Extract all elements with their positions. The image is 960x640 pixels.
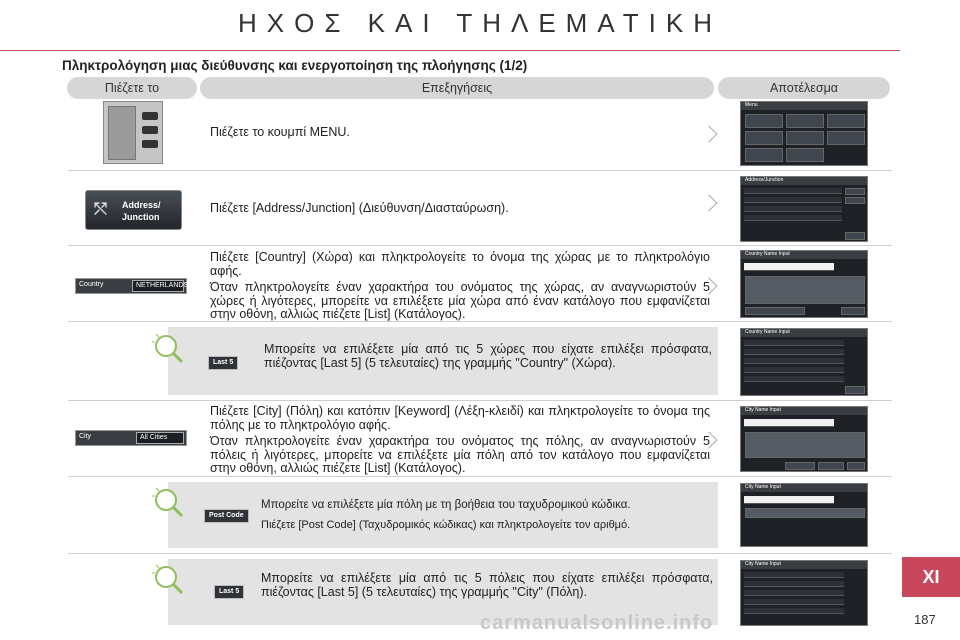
screen-title: Country Name Input [745,251,790,257]
tip-text: Μπορείτε να επιλέξετε μία από τις 5 χώρε… [264,342,712,370]
row-divider [68,476,892,477]
screen-title: Country Name Input [745,329,790,335]
address-junction-button-image: ⤲ Address/Junction [85,190,182,230]
tip-paragraph: Πιέζετε [Post Code] (Ταχυδρομικός κώδικα… [261,518,631,531]
country-field-image: Country NETHERLANDS [75,278,188,294]
screen-title: City Name Input [745,407,781,413]
last5-button-image: Last 5 [214,585,245,599]
menu-button-image [103,101,163,164]
explanation-paragraph: Όταν πληκτρολογείτε έναν χαρακτήρα του ο… [210,280,710,321]
road-junction-icon: ⤲ [94,201,107,218]
screen-title: City Name Input [745,484,781,490]
result-screen-city-input: City Name Input [740,406,868,472]
last5-button-image: Last 5 [208,356,239,370]
field-key: Country [79,281,104,288]
result-screen-address-junction: Address/Junction [740,176,868,242]
explanation-paragraph: Πιέζετε [City] (Πόλη) και κατόπιν [Keywo… [210,404,710,432]
row-divider [68,245,892,246]
row-divider [68,553,892,554]
screen-title: Address/Junction [745,177,784,183]
field-value: All Cities [136,432,184,444]
explanation-paragraph: Όταν πληκτρολογείτε έναν χαρακτήρα του ο… [210,434,710,475]
row-divider [68,321,892,322]
column-header-press: Πιέζετε το [67,77,197,99]
row-divider [68,170,892,171]
page-number: 187 [914,612,936,627]
field-key: City [79,433,92,440]
tip-paragraph: Μπορείτε να επιλέξετε μία πόλη με τη βοή… [261,499,631,511]
result-screen-post-code: City Name Input [740,483,868,547]
device-button [142,140,158,148]
tip-paragraph: Μπορείτε να επιλέξετε μία από τις 5 πόλε… [261,571,713,599]
column-header-result: Αποτέλεσμα [718,77,890,99]
row-explanation: Πιέζετε [City] (Πόλη) και κατόπιν [Keywo… [210,404,710,476]
tip-text: Μπορείτε να επιλέξετε μία πόλη με τη βοή… [261,499,713,532]
watermark: carmanualsonline.info [480,612,714,634]
magnifier-tip-icon [152,564,184,595]
city-field-image: City All Cities [75,430,187,446]
column-header-explanations: Επεξηγήσεις [200,77,714,99]
result-screen-city-list: City Name Input [740,560,868,626]
tip-box [168,327,718,395]
result-screen-country-list: Country Name Input [740,328,868,396]
device-button [142,112,158,120]
chapter-title: ΗΧΟΣ ΚΑΙ ΤΗΛΕΜΑΤΙΚΗ [238,8,722,38]
address-junction-label: Address/Junction [122,200,161,222]
explanation-paragraph: Πιέζετε [Address/Junction] (Διεύθυνση/Δι… [210,201,509,215]
title-rule [0,50,900,51]
explanation-paragraph: Πιέζετε [Country] (Χώρα) και πληκτρολογε… [210,250,710,278]
screen-title: City Name Input [745,561,781,567]
chapter-tab: XI [902,557,960,597]
section-heading: Πληκτρολόγηση μιας διεύθυνσης και ενεργο… [62,58,528,73]
explanation-paragraph: Πιέζετε το κουμπί MENU. [210,125,350,139]
device-panel [108,106,136,160]
row-divider [68,400,892,401]
field-value: NETHERLANDS [132,280,188,292]
result-screen-menu: Menu [740,101,868,166]
result-screen-country-input: Country Name Input [740,250,868,318]
tip-box [168,559,718,625]
row-explanation: Πιέζετε το κουμπί MENU. [210,125,710,140]
post-code-button-image: Post Code [204,509,249,523]
magnifier-tip-icon [152,487,184,518]
device-button [142,126,158,134]
row-explanation: Πιέζετε [Address/Junction] (Διεύθυνση/Δι… [210,201,710,216]
screen-title: Menu [745,102,758,108]
tip-box [168,482,718,548]
tip-paragraph: Μπορείτε να επιλέξετε μία από τις 5 χώρε… [264,342,712,370]
row-explanation: Πιέζετε [Country] (Χώρα) και πληκτρολογε… [210,250,710,322]
tip-text: Μπορείτε να επιλέξετε μία από τις 5 πόλε… [261,571,713,599]
magnifier-tip-icon [152,333,184,364]
